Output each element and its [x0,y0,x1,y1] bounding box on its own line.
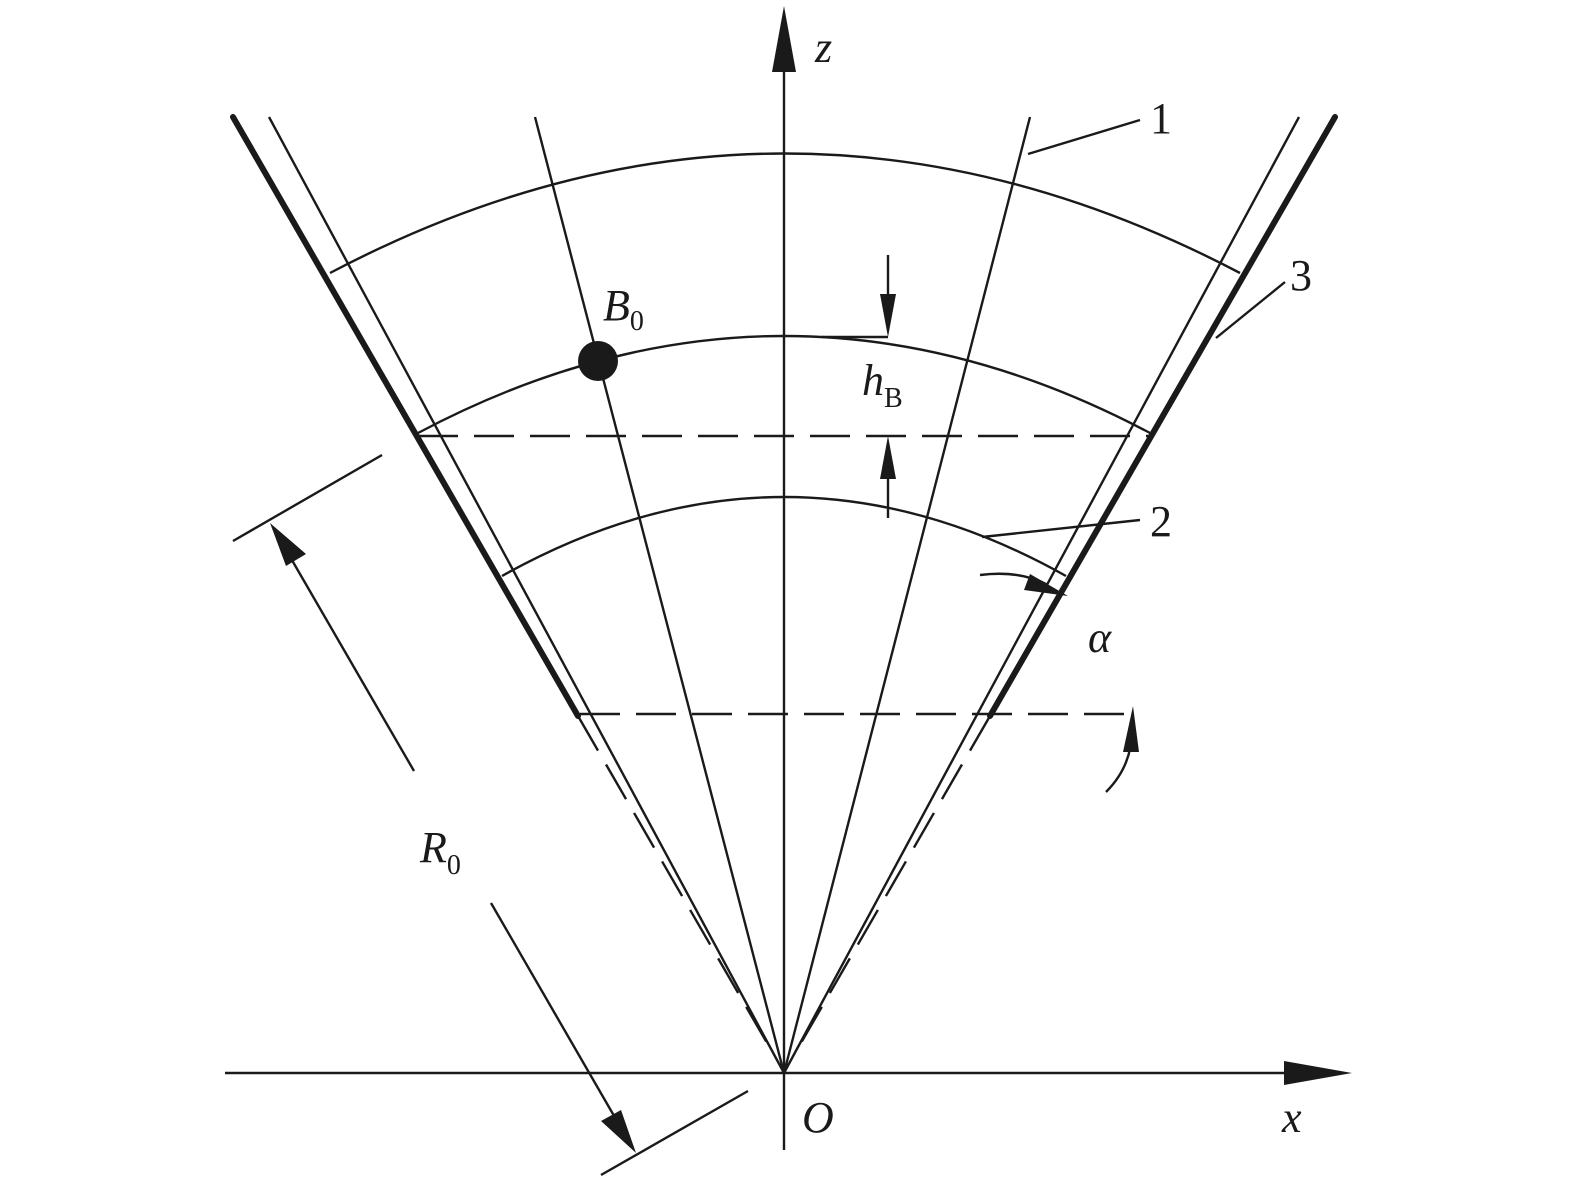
hb-dimension [822,255,896,518]
hb-label: hB [862,356,903,414]
callout-2-leader [981,518,1141,539]
alpha-label: α [1088,613,1112,662]
ray-left [533,116,786,1074]
hb-main: h [862,356,884,405]
callout-3-leader [1215,281,1286,339]
alpha-lower-arrowhead [1123,706,1139,752]
inner-wall-left [267,116,786,1074]
point-b0-label: B0 [603,281,644,337]
axes [225,6,1352,1150]
hb-top-arrowhead [880,294,896,337]
hb-sub: B [884,383,903,414]
middle-arc [417,334,1151,435]
arcs [329,152,1241,578]
x-axis-arrowhead [1284,1061,1352,1085]
outer-wall-right [987,114,1338,719]
r0-lower-shaft [489,902,619,1122]
callout-1-leader [1027,118,1141,156]
horizontal-dashed [418,434,1150,716]
callout-2-label: 2 [1150,497,1172,546]
r0-label: R0 [419,823,461,881]
hb-bottom-arrowhead [880,436,896,479]
alpha-upper-arrowhead [1024,574,1068,596]
r0-upper-arrowhead [270,523,306,566]
r0-sub: 0 [447,850,461,881]
r0-top-tick [232,453,383,543]
dashed-extensions [576,715,992,1056]
inner-arc-2 [501,495,1067,578]
x-axis-label: x [1281,1093,1302,1142]
dashed-right-extension [792,715,992,1056]
alpha-angle-marks [979,572,1139,793]
inner-cone-lines [267,116,1301,1074]
outer-arc [329,152,1241,275]
r0-upper-shaft [287,554,416,772]
z-axis-arrowhead [772,6,796,72]
r0-dimension [232,453,749,1177]
r0-lower-arrowhead [601,1110,636,1153]
inner-wall-right [782,116,1301,1074]
callout-1-label: 1 [1150,94,1172,143]
outer-wall-3 [230,114,1338,719]
dashed-left-extension [576,715,776,1056]
r0-main: R [419,823,447,872]
ray-right-1 [782,116,1032,1074]
callout-3-label: 3 [1290,251,1312,300]
r0-bottom-tick [600,1089,749,1177]
callout-leaders [981,118,1286,539]
point-b0-main: B [603,281,630,330]
point-b0-sub: 0 [630,306,644,337]
point-b0-marker [578,341,618,381]
origin-label: O [802,1093,834,1142]
outer-wall-left [230,114,581,719]
z-axis-label: z [814,23,832,72]
